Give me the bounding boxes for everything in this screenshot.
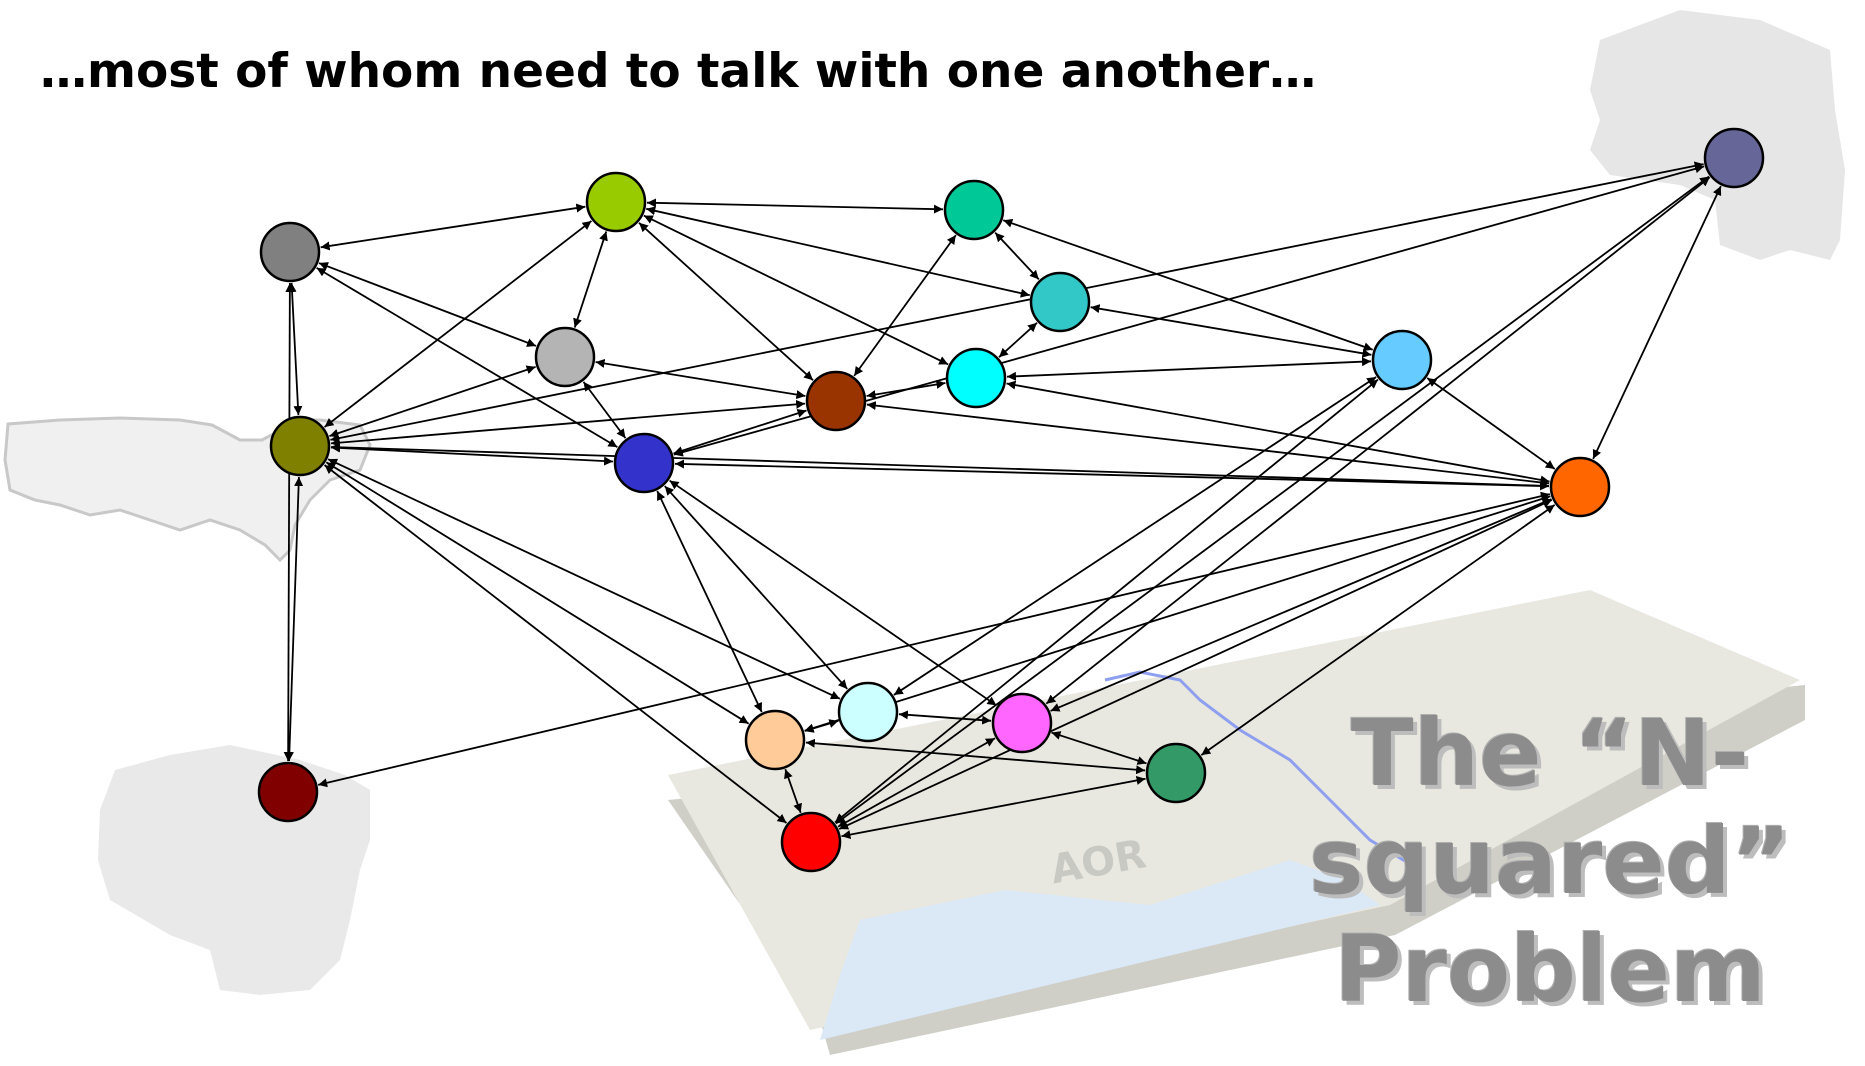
link-green-red: [841, 776, 1146, 839]
link-seagreen-brown: [853, 234, 957, 377]
link-blue-orange: [674, 459, 1550, 491]
node-gray: [259, 221, 321, 283]
link-palecyan-magenta: [898, 710, 992, 725]
link-brown-blue: [673, 409, 807, 455]
link-olive-palecyan: [327, 458, 841, 700]
node-olive: [269, 415, 331, 477]
problem-label-line-2: squared”: [1308, 808, 1792, 915]
link-yellowgreen-lightgray: [573, 231, 608, 328]
node-lightblue: [1371, 329, 1433, 391]
node-lightgray: [534, 326, 596, 388]
link-magenta-green: [1051, 731, 1147, 765]
node-red: [780, 811, 842, 873]
link-peach-palecyan: [804, 719, 839, 733]
problem-label-line-3: Problem: [1334, 916, 1766, 1023]
slide-title: …most of whom need to talk with one anot…: [40, 44, 1317, 99]
link-olive-red: [323, 464, 788, 824]
node-seagreen: [943, 179, 1005, 241]
node-peach: [744, 709, 806, 771]
link-olive-slate: [330, 161, 1704, 443]
link-gray-yellowgreen: [320, 203, 586, 251]
link-blue-palecyan: [664, 485, 848, 690]
link-yellowgreen-seagreen: [646, 198, 944, 214]
link-blue-peach: [656, 490, 763, 713]
link-olive-maroon: [284, 476, 304, 762]
link-gray-maroon: [283, 282, 295, 762]
link-seagreen-teal: [994, 232, 1040, 280]
node-blue: [613, 432, 675, 494]
link-lightblue-palecyan: [893, 376, 1377, 696]
problem-label-line-1: The “N-: [1350, 700, 1750, 807]
link-orange-slate: [1592, 185, 1722, 460]
link-yellowgreen-cyan: [643, 214, 949, 366]
node-maroon: [257, 761, 319, 823]
node-orange: [1549, 456, 1611, 518]
link-teal-cyan: [998, 322, 1038, 358]
node-teal: [1029, 271, 1091, 333]
link-olive-peach: [325, 461, 750, 725]
link-olive-orange: [330, 442, 1550, 491]
node-palecyan: [837, 681, 899, 743]
node-brown: [805, 370, 867, 432]
node-magenta: [991, 692, 1053, 754]
link-lightblue-orange: [1426, 377, 1556, 470]
link-blue-magenta: [669, 479, 997, 707]
node-yellowgreen: [585, 171, 647, 233]
link-teal-lightblue: [1090, 304, 1372, 358]
n-squared-problem-label: The “N- squared” Problem: [1250, 700, 1850, 1024]
link-peach-red: [784, 768, 802, 814]
link-cyan-orange: [1006, 380, 1550, 485]
link-lightgray-olive: [329, 365, 536, 438]
link-slate-magenta: [1045, 176, 1711, 705]
link-lightgray-brown: [595, 358, 806, 400]
node-green: [1145, 742, 1207, 804]
link-layer: [283, 161, 1722, 839]
link-gray-olive: [287, 282, 303, 416]
node-cyan: [945, 347, 1007, 409]
aor-water: [820, 860, 1380, 1040]
link-yellowgreen-brown: [638, 222, 814, 381]
node-slate: [1703, 127, 1765, 189]
node-layer: [257, 127, 1765, 873]
link-cyan-lightblue: [1006, 357, 1372, 381]
